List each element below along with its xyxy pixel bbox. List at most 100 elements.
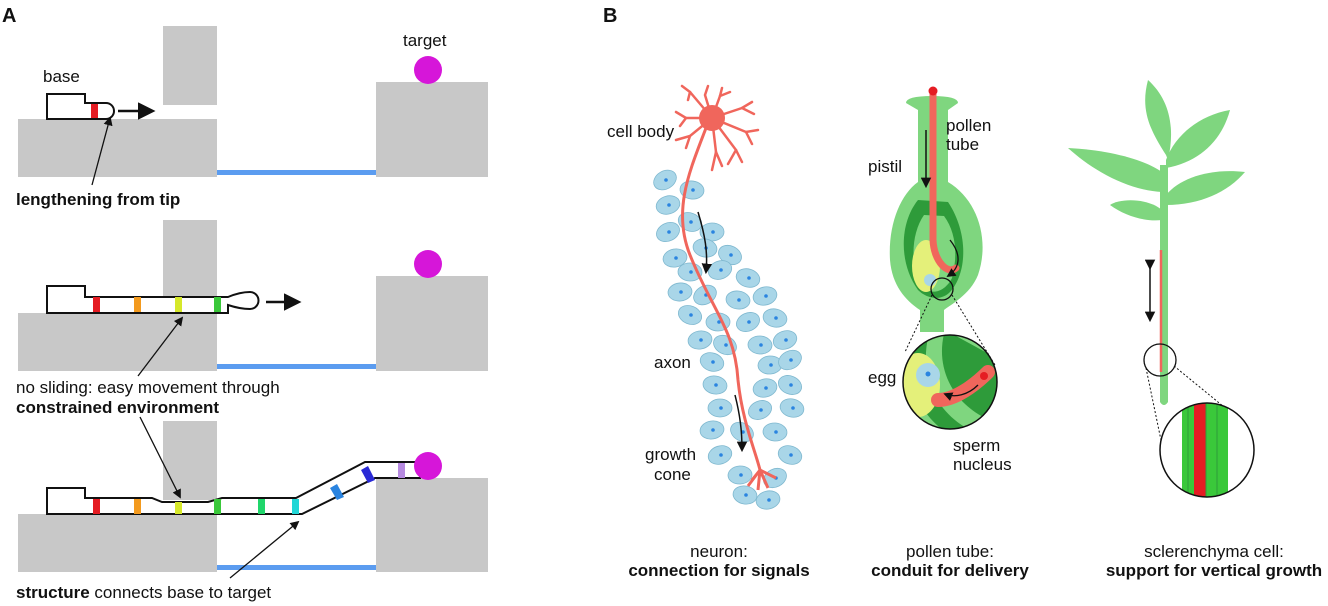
left-block-2 [18, 313, 217, 371]
glial-nucleus [789, 358, 793, 362]
glial-nucleus [784, 338, 788, 342]
glial-nucleus [719, 453, 723, 457]
glial-nucleus [741, 430, 745, 434]
pollen-zoom-inset [903, 335, 997, 429]
label-cell-body: cell body [607, 122, 675, 141]
panel-a-row-2 [18, 220, 488, 377]
caption-constrained: constrained environment [16, 398, 219, 417]
marker-green-2 [214, 297, 221, 312]
glial-nucleus [664, 178, 668, 182]
right-block-2 [376, 276, 488, 371]
glial-nucleus [719, 268, 723, 272]
plant-illustration [1068, 80, 1255, 498]
glial-nucleus [729, 253, 733, 257]
glial-nucleus [759, 408, 763, 412]
glial-nucleus [719, 406, 723, 410]
marker-blue-3 [330, 484, 344, 500]
growth-cone [746, 468, 777, 491]
glial-nucleus [689, 270, 693, 274]
glial-nucleus [791, 406, 795, 410]
tube-2 [46, 285, 260, 314]
pollen-arrow-curve [946, 239, 959, 278]
panel-a-letter: A [2, 5, 16, 27]
stem-zoom-inset [1160, 403, 1254, 497]
caption-lengthening: lengthening from tip [16, 190, 180, 209]
label-sperm-2: nucleus [953, 455, 1012, 474]
marker-springgreen-3 [258, 499, 265, 514]
glial-nucleus [691, 188, 695, 192]
pollen-grain [928, 86, 938, 96]
stem-zoom-line-1 [1145, 367, 1163, 446]
target-dot-1 [414, 56, 442, 84]
left-block-3 [18, 514, 217, 572]
label-growth-2: cone [654, 465, 691, 484]
overhang-block-3 [163, 421, 217, 500]
neuron-arrow-1 [697, 211, 713, 275]
label-target: target [403, 31, 447, 50]
caption-structure: structure connects base to target [16, 583, 271, 602]
label-pistil: pistil [868, 157, 902, 176]
neuron-arrow-2 [734, 394, 748, 453]
label-growth-1: growth [645, 445, 696, 464]
panel-a-row-1 [18, 26, 488, 186]
caption-structure-rest: connects base to target [90, 583, 272, 602]
glial-nucleus [711, 360, 715, 364]
glial-nucleus [789, 453, 793, 457]
right-block-1 [376, 82, 488, 177]
egg-cell [924, 274, 936, 286]
target-dot-3 [414, 452, 442, 480]
pointer-constrained [139, 416, 181, 499]
pointer-tip [91, 116, 113, 186]
glial-nucleus [679, 290, 683, 294]
marker-violet-3 [398, 463, 405, 478]
glial-nucleus [689, 313, 693, 317]
overhang-block-1 [163, 26, 217, 105]
label-egg: egg [868, 368, 896, 387]
pointer-structure [229, 520, 300, 579]
pointer-no-sliding [137, 316, 184, 377]
water-strip-2 [217, 364, 376, 369]
glial-nucleus [774, 316, 778, 320]
glial-nucleus [711, 230, 715, 234]
target-dot-2 [414, 250, 442, 278]
glial-nucleus [717, 320, 721, 324]
marker-green-3 [214, 499, 221, 514]
leaf-top-right [1166, 110, 1230, 168]
caption-no-sliding: no sliding: easy movement through [16, 378, 280, 397]
glial-nucleus [674, 256, 678, 260]
caption-scler-2: support for vertical growth [1106, 561, 1322, 580]
glial-nucleus [774, 430, 778, 434]
leaf-right [1166, 171, 1245, 205]
label-pollen-2: tube [946, 135, 979, 154]
glial-nucleus [747, 320, 751, 324]
left-block-1 [18, 119, 217, 177]
caption-pollen-2: conduit for delivery [871, 561, 1029, 580]
glial-nucleus [737, 298, 741, 302]
tube-1 [46, 93, 115, 120]
glial-nucleus [744, 493, 748, 497]
glial-nucleus [739, 473, 743, 477]
leaf-lower-left [1110, 200, 1162, 221]
caption-scler-1: sclerenchyma cell: [1144, 542, 1284, 561]
marker-yellow-3 [175, 502, 182, 514]
stem-zoom-circle [1159, 402, 1255, 498]
label-axon: axon [654, 353, 691, 372]
caption-structure-bold: structure [16, 583, 90, 602]
glial-nucleus [667, 230, 671, 234]
glial-nucleus [767, 498, 771, 502]
axon [681, 127, 762, 471]
marker-red-2 [93, 297, 100, 312]
marker-red-1 [91, 104, 98, 118]
marker-red-3 [93, 499, 100, 514]
marker-orange-2 [134, 297, 141, 312]
glial-nucleus [769, 363, 773, 367]
glial-nucleus [747, 276, 751, 280]
leaf-left [1068, 148, 1162, 192]
caption-neuron-1: neuron: [690, 542, 748, 561]
overhang-block-2 [163, 220, 217, 299]
right-block-3 [376, 478, 488, 572]
glial-nucleus [789, 383, 793, 387]
glial-nucleus [714, 383, 718, 387]
glial-nucleus [764, 386, 768, 390]
